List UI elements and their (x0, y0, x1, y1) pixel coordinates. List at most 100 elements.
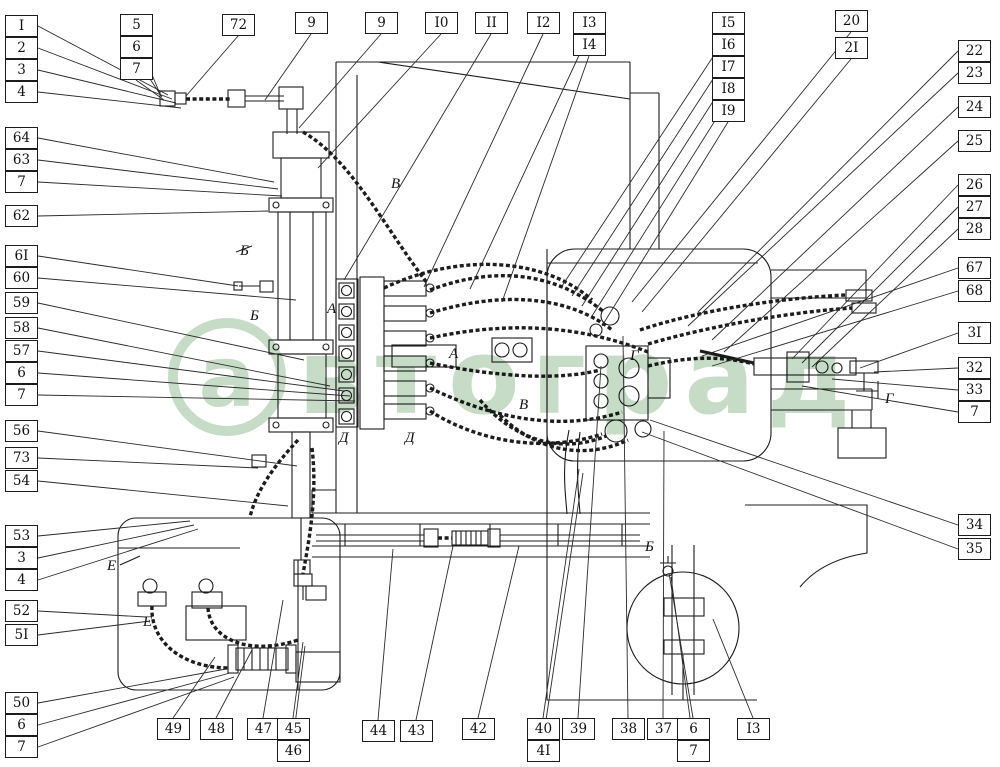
leader-line-I6 (571, 55, 729, 297)
callout-I2: I2 (527, 12, 560, 34)
callout-56: 56 (5, 420, 38, 442)
leader-line-22 (697, 50, 959, 313)
callout-9: 9 (365, 12, 398, 34)
leader-line-63 (37, 159, 279, 190)
leader-line-37 (662, 430, 665, 719)
leader-line-54 (37, 480, 289, 507)
leader-line-4 (37, 91, 182, 109)
callout-35: 35 (958, 538, 991, 560)
leader-line-I2 (423, 33, 544, 288)
callout-40: 40 (527, 718, 560, 740)
leader-line-64 (37, 137, 275, 183)
section-letter-Б: Б (250, 308, 259, 324)
leader-line-27 (801, 206, 959, 364)
leader-line-6I (37, 255, 239, 287)
callout-I5: I5 (712, 12, 745, 34)
callout-6: 6 (5, 362, 38, 384)
leader-line-5I (37, 620, 151, 636)
callout-7: 7 (120, 58, 153, 80)
callout-62: 62 (5, 205, 38, 227)
leader-line-34 (649, 419, 959, 526)
callout-59: 59 (5, 292, 38, 314)
leader-line-I7 (581, 77, 729, 307)
leader-line-3 (37, 524, 195, 559)
leader-line-32 (873, 367, 959, 373)
leader-line-II (343, 33, 492, 281)
leader-line-I4 (501, 55, 590, 303)
leader-line-2I (641, 58, 852, 313)
leader-line-45 (292, 641, 304, 719)
callout-60: 60 (5, 267, 38, 289)
section-letter-В: В (519, 397, 529, 413)
callout-53: 53 (5, 525, 38, 547)
leader-line-59 (37, 302, 305, 361)
callout-34: 34 (958, 514, 991, 536)
callout-54: 54 (5, 470, 38, 492)
leader-line-40 (542, 468, 580, 719)
bottom-pipe (316, 528, 640, 548)
leader-line-50 (37, 668, 227, 704)
callout-I3: I3 (737, 718, 770, 740)
leader-line-4I (542, 472, 584, 741)
callout-4: 4 (5, 81, 38, 103)
leader-line-7 (801, 385, 959, 413)
leader-line-49 (172, 656, 216, 719)
callout-I6: I6 (712, 34, 745, 56)
callout-64: 64 (5, 127, 38, 149)
callout-II: II (475, 12, 508, 34)
callout-I7: I7 (712, 56, 745, 78)
callout-6: 6 (677, 718, 710, 740)
leader-line-I5 (561, 33, 729, 287)
callout-58: 58 (5, 317, 38, 339)
leader-line-7 (37, 394, 356, 402)
leader-line-23 (687, 72, 959, 327)
section-letter-Б: Б (240, 243, 249, 259)
callout-3: 3 (5, 59, 38, 81)
section-letter-Г: Г (885, 391, 894, 407)
leader-line-67 (701, 267, 959, 357)
callout-46: 46 (277, 740, 310, 762)
callout-7: 7 (677, 740, 710, 762)
leader-line-57 (37, 350, 345, 392)
callout-I: I (5, 15, 38, 37)
callout-6: 6 (120, 36, 153, 58)
callout-37: 37 (647, 718, 680, 740)
section-letter-А: А (327, 301, 337, 317)
leader-line-33 (831, 378, 959, 391)
callout-42: 42 (462, 718, 495, 740)
callout-20: 20 (835, 10, 868, 32)
leader-line-28 (811, 228, 959, 368)
leader-line-20 (631, 31, 852, 303)
section-letter-Д: Д (339, 430, 349, 446)
callout-2: 2 (5, 37, 38, 59)
leader-line-42 (477, 545, 520, 719)
leader-line-72 (185, 35, 239, 97)
callout-68: 68 (958, 280, 991, 302)
leader-line-2 (37, 47, 173, 100)
leader-line-60 (37, 277, 297, 301)
leader-line-I0 (317, 33, 442, 169)
leader-line-44 (377, 548, 394, 721)
callout-2I: 2I (835, 37, 868, 59)
callout-9: 9 (295, 12, 328, 34)
leader-line-9 (298, 33, 382, 129)
leader-line-3 (37, 69, 177, 104)
callout-6I: 6I (5, 245, 38, 267)
callout-63: 63 (5, 149, 38, 171)
leader-line-7 (670, 576, 694, 741)
callout-25: 25 (958, 130, 991, 152)
leader-line-56 (37, 430, 298, 467)
callout-I9: I9 (712, 100, 745, 122)
callout-48: 48 (200, 718, 233, 740)
leader-line-73 (37, 457, 259, 469)
callout-28: 28 (958, 218, 991, 240)
callout-24: 24 (958, 96, 991, 118)
leader-line-25 (723, 140, 959, 353)
callout-I8: I8 (712, 78, 745, 100)
callout-7: 7 (5, 736, 38, 758)
machine-frame (311, 61, 887, 701)
section-letter-Е: Е (143, 614, 153, 630)
leader-line-6 (37, 372, 351, 397)
callout-49: 49 (157, 718, 190, 740)
